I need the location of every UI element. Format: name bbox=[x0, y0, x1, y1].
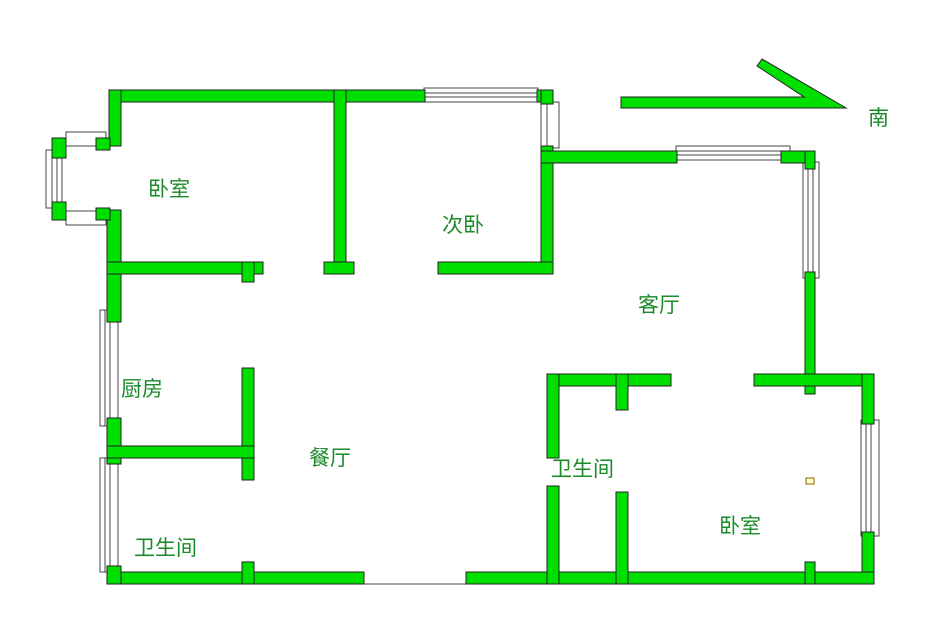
wall-kitchen-east bbox=[241, 367, 255, 481]
wall-west-bedroom-bottom-stub bbox=[241, 261, 255, 283]
wall-east-bedroom-top bbox=[753, 373, 875, 387]
wall-bottom-east bbox=[465, 571, 875, 585]
room-label-living-room: 客厅 bbox=[638, 293, 680, 317]
room-label-bedroom-west: 卧室 bbox=[148, 177, 190, 201]
wall-west-bedroom-bottom bbox=[106, 261, 264, 275]
room-label-kitchen: 厨房 bbox=[121, 377, 163, 401]
walls bbox=[51, 89, 875, 585]
wall-bay-top bbox=[51, 137, 67, 159]
window-right-living-room bbox=[802, 161, 820, 279]
room-label-bedroom-east: 卧室 bbox=[719, 514, 761, 538]
wall-bath-center-east bbox=[615, 491, 629, 585]
room-label-dining-room: 餐厅 bbox=[309, 446, 351, 470]
room-label-bathroom-center: 卫生间 bbox=[551, 457, 614, 481]
wall-top-west bbox=[108, 89, 426, 103]
windows bbox=[45, 87, 880, 585]
window-left-kitchen bbox=[99, 309, 119, 427]
wall-west-bath-lower bbox=[106, 565, 122, 585]
wall-west-bedroom-upper bbox=[108, 89, 122, 147]
window-second-bedroom-east bbox=[540, 101, 560, 149]
wall-second-bedroom-east bbox=[540, 145, 554, 275]
wall-east-bedroom-stub bbox=[804, 561, 816, 585]
wall-second-bedroom-east-upper bbox=[540, 89, 554, 105]
wall-bay-bottom-right bbox=[95, 207, 111, 221]
compass-label: 南 bbox=[868, 106, 889, 130]
north-arrow-icon bbox=[620, 58, 848, 109]
wall-east-bedroom-right-upper bbox=[861, 373, 875, 425]
room-label-bathroom-southwest: 卫生间 bbox=[134, 536, 197, 560]
wall-kitchen-bottom bbox=[106, 445, 255, 459]
wall-partition-bedrooms bbox=[333, 89, 347, 275]
room-label-second-bedroom: 次卧 bbox=[442, 213, 484, 237]
window-top-living-room bbox=[675, 145, 791, 161]
wall-bath-center-top-stub bbox=[615, 373, 629, 411]
wall-bath-sw-stub bbox=[241, 561, 255, 585]
window-right-east-bedroom bbox=[860, 419, 880, 537]
wall-bath-center-west-lower bbox=[546, 485, 560, 585]
room-labels: 卧室 次卧 客厅 厨房 餐厅 卫生间 卧室 卫生间 bbox=[121, 177, 761, 560]
wall-right-living-upper bbox=[804, 150, 816, 170]
wall-bath-center-top bbox=[546, 373, 672, 387]
fixture-marker bbox=[805, 477, 815, 485]
wall-second-bedroom-bottom bbox=[437, 261, 554, 275]
wall-top-living-room bbox=[540, 150, 678, 164]
wall-right-living-lower bbox=[804, 271, 816, 395]
wall-bath-center-west-upper bbox=[546, 373, 560, 459]
wall-bay-top-right bbox=[95, 137, 111, 151]
wall-partition-bedrooms-foot bbox=[323, 261, 355, 275]
wall-bay-bottom bbox=[51, 201, 67, 221]
window-top-second-bedroom bbox=[423, 87, 539, 103]
wall-bottom-west bbox=[106, 571, 365, 585]
window-left-bathroom bbox=[99, 457, 119, 573]
